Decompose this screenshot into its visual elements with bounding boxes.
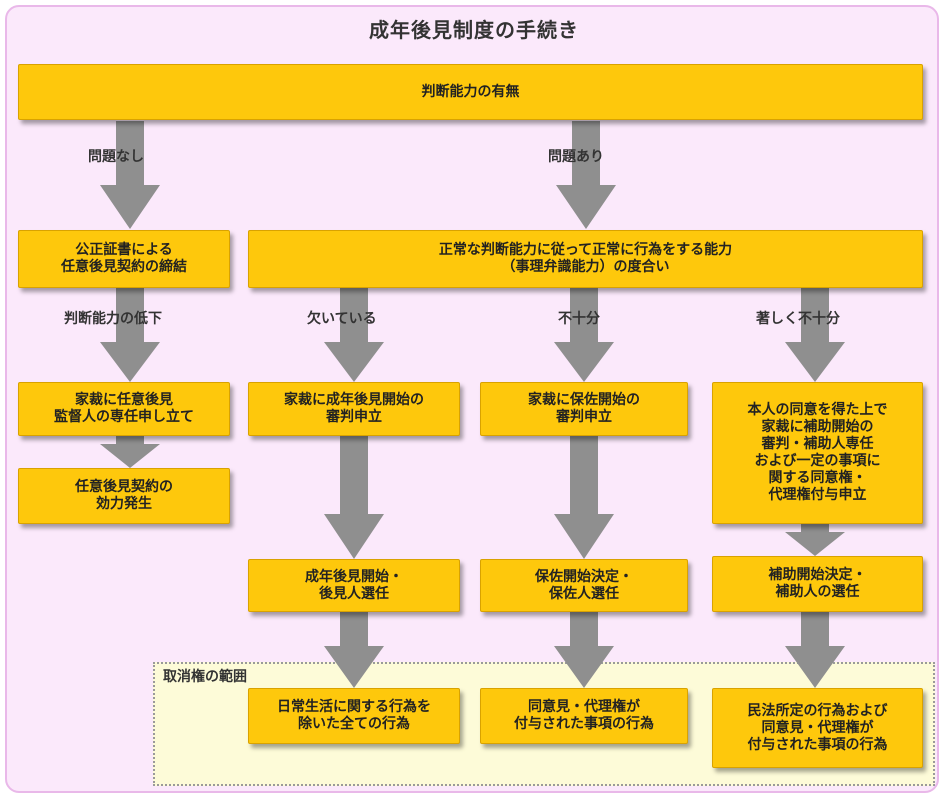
arrow-cap-col2 bbox=[554, 288, 614, 382]
curatorship-scope-box: 同意見・代理権が 付与された事項の行為 bbox=[480, 688, 688, 744]
curatorship-decision-box: 保佐開始決定・ 保佐人選任 bbox=[480, 559, 688, 612]
arrow-col2-b bbox=[554, 612, 614, 688]
arrow-top-left bbox=[100, 121, 160, 229]
arrow-col1-b bbox=[324, 612, 384, 688]
guardianship-petition-box: 家裁に成年後見開始の 審判申立 bbox=[248, 382, 460, 436]
assistance-decision-box: 補助開始決定・ 補助人の選任 bbox=[712, 556, 923, 612]
capacity-decline-label: 判断能力の低下 bbox=[64, 311, 162, 327]
level-very-insufficient-label: 著しく不十分 bbox=[756, 311, 840, 327]
mental-capacity-box: 正常な判断能力に従って正常に行為をする能力 （事理弁識能力）の度合い bbox=[248, 230, 923, 288]
arrow-cap-col1 bbox=[324, 288, 384, 382]
level-insufficient-label: 不十分 bbox=[558, 311, 600, 327]
voluntary-contract-box: 公正証書による 任意後見契約の締結 bbox=[18, 230, 230, 288]
guardianship-scope-box: 日常生活に関する行為を 除いた全ての行為 bbox=[248, 688, 460, 744]
branch-no-problem-label: 問題なし bbox=[88, 149, 144, 165]
arrow-col3-b bbox=[785, 612, 845, 688]
arrow-top-right bbox=[556, 121, 616, 229]
revocation-scope-label: 取消権の範囲 bbox=[163, 669, 247, 685]
assistance-petition-box: 本人の同意を得た上で 家裁に補助開始の 審判・補助人専任 および一定の事項に 関… bbox=[712, 382, 923, 524]
arrow-col2-a bbox=[554, 436, 614, 559]
arrow-col3-a bbox=[785, 524, 845, 556]
arrow-left-1 bbox=[100, 288, 160, 382]
arrow-cap-col3 bbox=[785, 288, 845, 382]
guardianship-decision-box: 成年後見開始・ 後見人選任 bbox=[248, 559, 460, 612]
contract-effect-box: 任意後見契約の 効力発生 bbox=[18, 468, 230, 524]
branch-problem-label: 問題あり bbox=[548, 149, 604, 165]
capacity-presence-box: 判断能力の有無 bbox=[18, 64, 923, 120]
curatorship-petition-box: 家裁に保佐開始の 審判申立 bbox=[480, 382, 688, 436]
assistance-scope-box: 民法所定の行為および 同意見・代理権が 付与された事項の行為 bbox=[712, 688, 923, 768]
arrow-col1-a bbox=[324, 436, 384, 559]
diagram-title: 成年後見制度の手続き bbox=[369, 18, 579, 42]
level-lacking-label: 欠いている bbox=[307, 311, 377, 327]
supervisor-petition-box: 家裁に任意後見 監督人の専任申し立て bbox=[18, 382, 230, 436]
arrow-left-2 bbox=[100, 436, 160, 468]
